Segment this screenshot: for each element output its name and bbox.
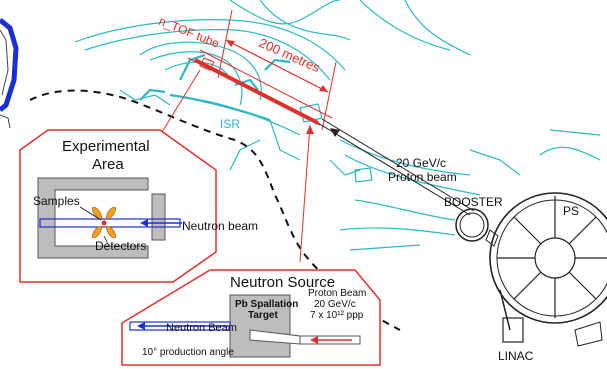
distance-dimension	[217, 9, 337, 131]
isr-structure	[139, 53, 291, 122]
experimental-area-title-1: Experimental	[62, 138, 150, 155]
ns-proton-beam-3: 7 x 10¹² ppp	[310, 310, 364, 321]
ns-proton-beam-1: Proton Beam	[308, 288, 366, 299]
booster-ring	[455, 208, 489, 242]
production-angle-label: 10° production angle	[142, 347, 234, 358]
ring-fragment	[0, 18, 19, 129]
ns-neutron-beam-label: Neutron Beam	[166, 322, 237, 334]
proton-beam-line1: 20 GeV/c	[396, 156, 446, 170]
ntof-tube	[187, 49, 333, 126]
isr-label: ISR	[220, 117, 240, 131]
ns-proton-beam-2: 20 GeV/c	[314, 299, 356, 310]
neutron-source-title: Neutron Source	[230, 274, 335, 291]
linac-label: LINAC	[498, 349, 534, 363]
neutron-source-panel	[121, 269, 381, 366]
experimental-area-title-2: Area	[92, 156, 124, 173]
ps-label: PS	[563, 204, 579, 218]
samples-label: Samples	[33, 194, 80, 208]
target-label-1: Pb Spallation	[235, 299, 298, 310]
linac	[499, 289, 603, 347]
proton-beam-line2: Proton beam	[388, 170, 457, 184]
ea-neutron-beam-label: Neutron beam	[182, 219, 258, 233]
ps-ring	[485, 192, 607, 324]
target-label-2: Target	[248, 310, 278, 321]
detector-elements	[91, 206, 117, 239]
proton-beam-line	[317, 118, 475, 216]
booster-label: BOOSTER	[444, 195, 503, 209]
site-outlines	[74, 0, 601, 251]
experimental-area-panel	[19, 129, 217, 283]
detectors-label: Detectors	[95, 239, 146, 253]
